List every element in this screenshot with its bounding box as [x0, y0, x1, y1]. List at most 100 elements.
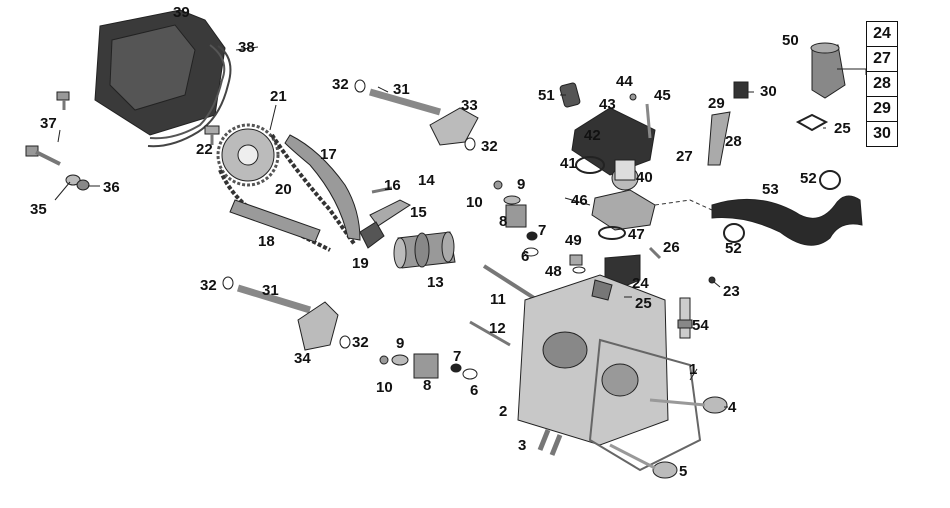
callout-40: 40 — [636, 169, 653, 186]
callout-18: 18 — [258, 233, 275, 250]
callout-14: 14 — [418, 172, 435, 189]
callout-25-b: 25 — [635, 295, 652, 312]
callout-8-a: 8 — [499, 213, 508, 230]
callout-52-b: 52 — [725, 240, 742, 257]
temp-sensor — [559, 82, 581, 108]
valve-spring-set-lower — [379, 353, 478, 380]
valve-guides — [537, 429, 563, 456]
nipple-oring — [572, 266, 586, 274]
oil-plug — [204, 125, 220, 145]
callout-27: 27 — [676, 148, 693, 165]
callout-19: 19 — [352, 255, 369, 272]
callout-9-b: 9 — [396, 335, 405, 352]
callout-8-b: 8 — [423, 377, 432, 394]
callout-31-b: 31 — [262, 282, 279, 299]
callout-51: 51 — [538, 87, 555, 104]
callout-25-a: 25 — [834, 120, 851, 137]
callout-11: 11 — [490, 291, 506, 308]
callout-24: 24 — [632, 275, 649, 292]
callout-15: 15 — [410, 204, 427, 221]
intake-valve — [649, 396, 728, 414]
exhaust-valve — [609, 443, 678, 479]
callout-2: 2 — [499, 403, 508, 420]
callout-26: 26 — [663, 239, 680, 256]
callout-23: 23 — [723, 283, 740, 300]
callout-29: 29 — [708, 95, 725, 112]
callout-34: 34 — [294, 350, 311, 367]
callout-4: 4 — [728, 399, 737, 416]
cover-bolt-assembly — [25, 145, 90, 191]
callout-52-a: 52 — [800, 170, 817, 187]
callout-3: 3 — [518, 437, 527, 454]
callout-32-b: 32 — [481, 138, 498, 155]
part-group-item: 30 — [873, 125, 891, 142]
part-group-item: 24 — [867, 22, 897, 47]
callout-21: 21 — [270, 88, 287, 105]
callout-47: 47 — [628, 226, 645, 243]
callout-6-a: 6 — [521, 248, 530, 265]
coolant-sensor — [707, 81, 749, 166]
oring-upper-right — [464, 137, 476, 151]
callout-10-a: 10 — [466, 194, 483, 211]
callout-48: 48 — [545, 263, 562, 280]
head-bolt-short — [469, 320, 511, 347]
callout-35: 35 — [30, 201, 47, 218]
callout-7-b: 7 — [453, 348, 462, 365]
hose-clamp-upper — [819, 170, 841, 190]
callout-9-a: 9 — [517, 176, 526, 193]
tensioner-bolt — [371, 186, 393, 194]
valve-spring-set-upper — [493, 180, 539, 257]
rocker-shaft-upper — [354, 79, 441, 116]
cover-bolt — [56, 91, 70, 110]
housing-screw — [629, 93, 637, 101]
tensioner-body — [359, 221, 385, 249]
cover-gasket — [147, 45, 232, 148]
callout-12: 12 — [489, 320, 506, 337]
chain-guide-upper — [284, 134, 361, 241]
callout-42: 42 — [584, 127, 601, 144]
callout-46: 46 — [571, 192, 588, 209]
part-group-item: 29 — [867, 97, 897, 122]
callout-28: 28 — [725, 133, 742, 150]
callout-20: 20 — [275, 181, 292, 198]
rocker-arm-lower — [297, 301, 339, 351]
callout-32-c: 32 — [200, 277, 217, 294]
callout-22: 22 — [196, 141, 213, 158]
callout-39: 39 — [173, 4, 190, 21]
temperature-switch — [810, 42, 846, 99]
housing-bolt — [645, 103, 652, 139]
thermostat-housing — [571, 107, 656, 176]
part-group-box: 24 27 28 29 30 — [866, 21, 898, 147]
callout-10-b: 10 — [376, 379, 393, 396]
callout-6-b: 6 — [470, 382, 479, 399]
callout-7-a: 7 — [538, 222, 547, 239]
callout-41: 41 — [560, 155, 577, 172]
head-gasket — [588, 338, 702, 472]
adapter-oring — [598, 226, 626, 240]
thermostat-oring — [575, 156, 605, 174]
rocker-shaft-lower — [222, 276, 312, 314]
nipple-fitting — [569, 254, 583, 266]
chain-guide-lower — [229, 199, 321, 243]
callout-17: 17 — [320, 146, 337, 163]
cylinder-head — [517, 274, 669, 446]
spark-plug — [677, 297, 693, 339]
callout-54: 54 — [692, 317, 709, 334]
thermostat — [611, 159, 639, 191]
water-outlet-adapter — [591, 189, 656, 231]
callout-30: 30 — [760, 83, 777, 100]
callout-32-a: 32 — [332, 76, 349, 93]
sensor-washer — [795, 113, 829, 132]
callout-1: 1 — [689, 361, 698, 378]
part-group-item: 28 — [867, 72, 897, 97]
callout-44: 44 — [616, 73, 633, 90]
part-group-item: 27 — [867, 47, 897, 72]
drain-screw — [708, 276, 716, 284]
oring-lower-right — [339, 335, 351, 349]
adapter-bolt — [648, 246, 662, 260]
camshaft — [393, 231, 456, 269]
callout-50: 50 — [782, 32, 799, 49]
coolant-hose — [711, 195, 863, 246]
